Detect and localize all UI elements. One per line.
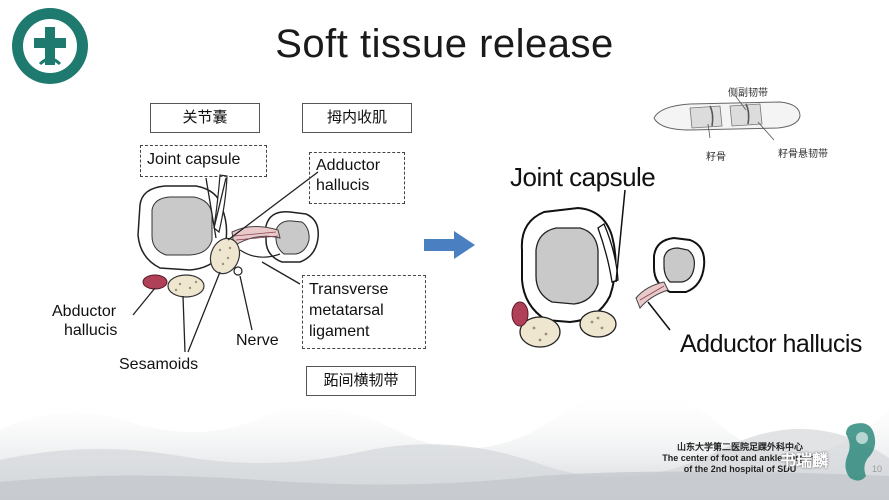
left-anatomy-diagram: [132, 171, 319, 353]
foot-logo-icon: [845, 423, 876, 481]
transverse-ligament-box: Transverse metatarsal ligament: [302, 275, 426, 349]
cn-adductor-box: 拇内收肌: [302, 103, 412, 133]
transverse-label-line1: Transverse: [309, 281, 389, 298]
sketch-cn-suspensory: 籽骨悬韧带: [778, 149, 828, 160]
footer-credit: 山东大学第二医院足踝外科中心 The center of foot and an…: [640, 442, 840, 475]
right-arrow-icon: [424, 231, 475, 259]
lateral-sesamoid: [209, 237, 241, 275]
cn-joint-capsule-box: 关节囊: [150, 103, 260, 133]
cn-joint-capsule-label: 关节囊: [182, 109, 228, 126]
footer-line2: The center of foot and ankle surgery: [662, 453, 818, 463]
slide-title: Soft tissue release: [275, 22, 614, 66]
sketch-cn-sesamoid: 籽骨: [706, 152, 726, 163]
cn-transverse-box: 跖间横韧带: [306, 366, 416, 396]
adductor-label-line1: Adductor: [316, 157, 381, 174]
page-number: 10: [872, 464, 883, 474]
mountain-mist-background: [0, 388, 889, 500]
sketch-cn-collateral: 侧副韧带: [728, 88, 768, 99]
cn-adductor-label: 拇内收肌: [326, 109, 387, 126]
cn-transverse-label: 跖间横韧带: [323, 372, 399, 389]
abductor-label-line2: hallucis: [64, 322, 118, 339]
right-joint-capsule-label: Joint capsule: [510, 162, 656, 192]
transverse-label-line3: ligament: [309, 323, 370, 340]
hospital-logo: [12, 8, 88, 84]
abductor-hallucis-label: Abductor hallucis: [52, 302, 117, 340]
joint-capsule-box: Joint capsule: [140, 145, 267, 177]
nerve-label: Nerve: [236, 332, 279, 349]
sesamoids-label: Sesamoids: [119, 356, 199, 373]
footer-line3: of the 2nd hospital of SDU: [683, 464, 797, 474]
medial-sesamoid: [167, 274, 205, 298]
adductor-muscle: [231, 226, 281, 247]
footer-line1: 山东大学第二医院足踝外科中心: [676, 442, 803, 452]
transverse-ligament: [239, 249, 281, 258]
adductor-hallucis-box: Adductor hallucis: [309, 152, 405, 204]
adductor-label-line2: hallucis: [316, 177, 370, 194]
watermark-text: 书瑞麟: [780, 453, 829, 470]
abductor-label-line1: Abductor: [52, 303, 117, 320]
metatarsal-marrow: [151, 196, 213, 256]
second-metatarsal-marrow: [275, 220, 310, 255]
abductor-hallucis-muscle: [142, 274, 168, 290]
nerve-dot: [233, 266, 243, 276]
right-adductor-hallucis-label: Adductor hallucis: [680, 330, 862, 358]
transverse-label-line2: metatarsal: [309, 302, 384, 319]
toe-sketch: [653, 93, 801, 141]
joint-capsule-label: Joint capsule: [147, 151, 241, 168]
